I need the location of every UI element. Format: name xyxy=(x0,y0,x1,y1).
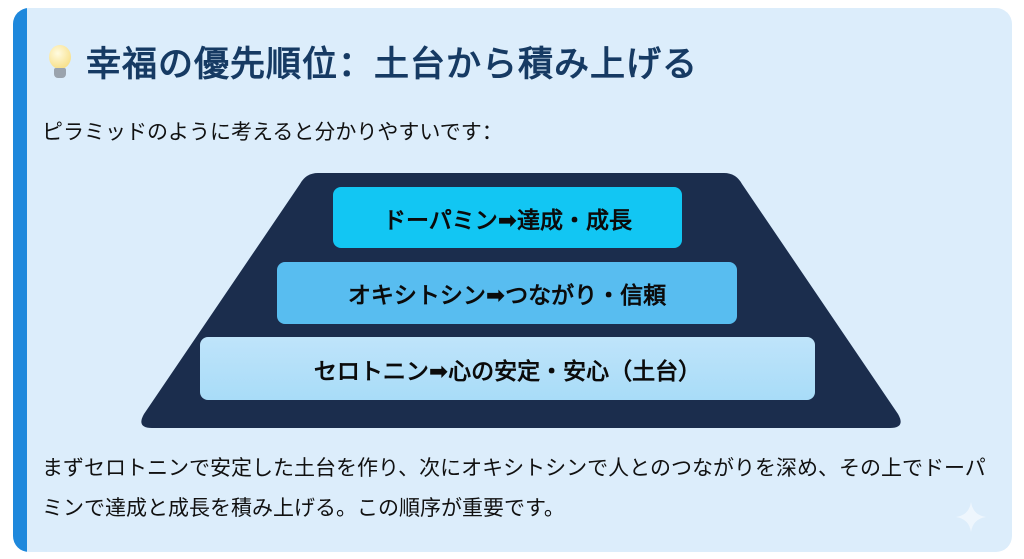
pyramid-level-oxytocin: オキシトシン➡つながり・信頼 xyxy=(277,262,737,324)
pyramid-level-dopamine: ドーパミン➡達成・成長 xyxy=(333,187,682,248)
accent-bar xyxy=(13,8,27,552)
sparkle-icon xyxy=(956,502,986,532)
card-title: 幸福の優先順位：土台から積み上げる xyxy=(48,36,698,87)
conclusion-text: まずセロトニンで安定した土台を作り、次にオキシトシンで人とのつながりを深め、その… xyxy=(42,456,986,520)
title-text: 幸福の優先順位：土台から積み上げる xyxy=(86,45,699,85)
lightbulb-icon xyxy=(48,43,72,81)
pyramid-level-serotonin: セロトニン➡心の安定・安心（土台） xyxy=(200,337,815,400)
intro-text: ピラミッドのように考えると分かりやすいです： xyxy=(42,120,503,144)
